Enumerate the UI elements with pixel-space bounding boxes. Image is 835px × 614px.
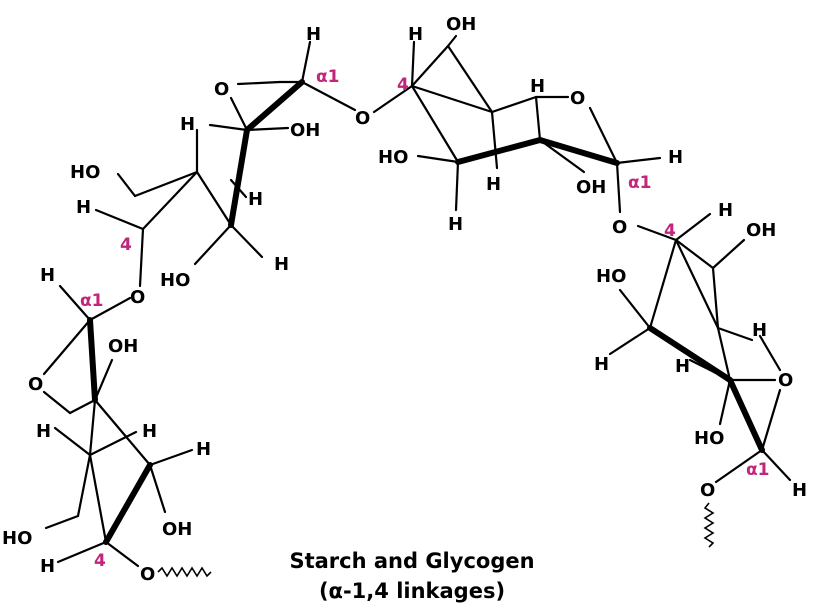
atom-h: H <box>792 480 807 501</box>
atom-h: H <box>36 421 51 442</box>
alpha1-label: α1 <box>628 173 652 193</box>
atom-h: H <box>180 114 195 135</box>
carbon-4-label: 4 <box>664 221 676 241</box>
atom-h: H <box>40 265 55 286</box>
glucose-ring-4 <box>42 284 212 578</box>
atom-h: H <box>408 24 423 45</box>
hydroxyl-oh: OH <box>446 14 476 35</box>
carbon-4-label: 4 <box>94 551 106 571</box>
ring-oxygen: O <box>214 79 229 100</box>
atom-h: H <box>530 76 545 97</box>
alpha1-label: α1 <box>80 291 104 311</box>
hydroxyl-oh: OH <box>290 120 320 141</box>
glycosidic-oxygen: O <box>130 287 145 308</box>
hydroxyl-oh: OH <box>108 336 138 357</box>
hydroxyl-ho: HO <box>694 428 724 449</box>
atom-h: H <box>76 197 91 218</box>
figure-subtitle: (α-1,4 linkages) <box>319 579 505 603</box>
atom-h: H <box>448 214 463 235</box>
ring-oxygen: O <box>778 370 793 391</box>
atom-h: H <box>274 254 289 275</box>
glycosidic-oxygen: O <box>612 217 627 238</box>
hydroxyl-oh: OH <box>162 519 192 540</box>
atom-h: H <box>248 189 263 210</box>
hydroxyl-ho: HO <box>378 147 408 168</box>
hydroxyl-ho: HO <box>160 270 190 291</box>
carbon-4-label: 4 <box>120 235 132 255</box>
atom-h: H <box>486 174 501 195</box>
glycosidic-oxygen: O <box>355 108 370 129</box>
atom-h: H <box>668 147 683 168</box>
glucose-ring-1 <box>94 40 357 288</box>
atom-h: H <box>196 439 211 460</box>
hydroxyl-ho: HO <box>596 266 626 287</box>
atom-h: H <box>306 24 321 45</box>
ring-oxygen: O <box>28 374 43 395</box>
carbon-4-label: 4 <box>397 75 409 95</box>
glycosidic-oxygen: O <box>700 480 715 501</box>
hydroxyl-ho: HO <box>70 162 100 183</box>
alpha1-label: α1 <box>316 67 340 87</box>
atom-h: H <box>594 354 609 375</box>
hydroxyl-ho: HO <box>2 528 32 549</box>
ring-oxygen: O <box>570 88 585 109</box>
atom-h: H <box>142 421 157 442</box>
atom-h: H <box>718 200 733 221</box>
glucose-ring-2 <box>372 34 662 214</box>
atom-h: H <box>752 320 767 341</box>
glucose-ring-3 <box>608 212 792 548</box>
hydroxyl-oh: OH <box>746 220 776 241</box>
glycosidic-oxygen: O <box>140 564 155 585</box>
alpha1-label: α1 <box>746 460 770 480</box>
atom-h: H <box>675 356 690 377</box>
atom-h: H <box>40 556 55 577</box>
figure-title: Starch and Glycogen <box>289 549 534 573</box>
hydroxyl-oh: OH <box>576 177 606 198</box>
